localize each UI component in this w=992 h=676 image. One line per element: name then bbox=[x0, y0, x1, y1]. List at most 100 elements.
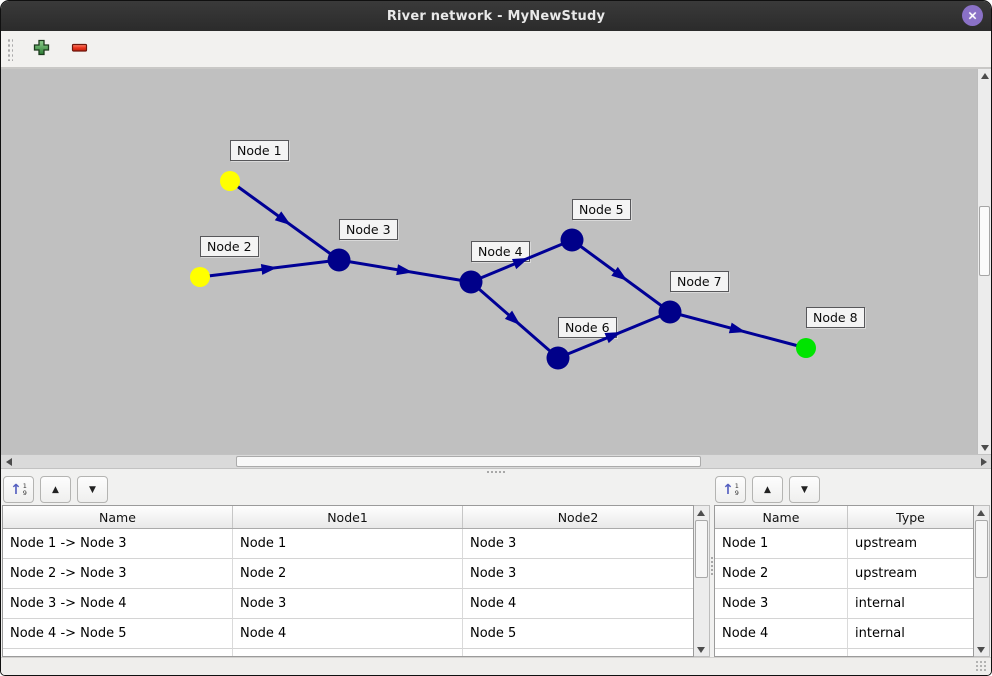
node-n3[interactable] bbox=[327, 248, 351, 272]
table-row[interactable]: Node 2 -> Node 3 Node 2 Node 3 bbox=[3, 559, 693, 589]
move-up-button[interactable]: ▲ bbox=[752, 476, 783, 503]
cell-node2[interactable]: Node 5 bbox=[463, 619, 693, 649]
nodes-table-scrollbar[interactable] bbox=[974, 505, 990, 657]
node-n5[interactable] bbox=[560, 228, 584, 252]
node-label-n4: Node 4 bbox=[471, 241, 530, 262]
column-header[interactable]: Node2 bbox=[557, 509, 599, 525]
scrollbar-thumb[interactable] bbox=[695, 520, 708, 578]
horizontal-splitter[interactable] bbox=[1, 469, 991, 474]
status-strip bbox=[1, 657, 991, 675]
table-row[interactable]: Node 2 upstream bbox=[715, 559, 973, 589]
table-row[interactable]: Node 4 internal bbox=[715, 619, 973, 649]
table-row[interactable]: Node 1 -> Node 3 Node 1 Node 3 bbox=[3, 529, 693, 559]
table-row[interactable]: Node 4 -> Node 5 Node 4 Node 5 bbox=[3, 619, 693, 649]
node-label-n6: Node 6 bbox=[558, 317, 617, 338]
cell-name[interactable]: Node 2 -> Node 3 bbox=[3, 559, 233, 589]
add-node-button[interactable] bbox=[29, 36, 53, 62]
splitter-handle-icon bbox=[486, 469, 506, 474]
node-label-n3: Node 3 bbox=[339, 219, 398, 240]
column-header[interactable]: Type bbox=[896, 509, 925, 525]
table-row[interactable]: Node 3 internal bbox=[715, 589, 973, 619]
table-row[interactable]: Node 1 upstream bbox=[715, 529, 973, 559]
node-n2[interactable] bbox=[190, 267, 210, 287]
title-bar[interactable]: River network - MyNewStudy ✕ bbox=[1, 1, 991, 31]
node-n6[interactable] bbox=[546, 346, 570, 370]
scrollbar-thumb[interactable] bbox=[975, 520, 988, 578]
nodes-table-header: Name Type bbox=[715, 506, 973, 529]
scrollbar-thumb[interactable] bbox=[236, 456, 701, 467]
node-label-n8: Node 8 bbox=[806, 307, 865, 328]
canvas-horizontal-scrollbar[interactable] bbox=[1, 454, 991, 469]
links-table-header: Name Node1 Node2 bbox=[3, 506, 693, 529]
node-n8[interactable] bbox=[796, 338, 816, 358]
cell-type[interactable]: upstream bbox=[848, 529, 973, 559]
canvas-vertical-scrollbar[interactable] bbox=[977, 69, 991, 454]
minus-icon bbox=[71, 39, 88, 60]
column-header[interactable]: Node1 bbox=[233, 506, 463, 528]
move-up-button[interactable]: ▲ bbox=[40, 476, 71, 503]
cell-node2[interactable]: Node 3 bbox=[463, 559, 693, 589]
scroll-down-arrow[interactable] bbox=[974, 643, 987, 656]
scroll-up-arrow[interactable] bbox=[974, 506, 987, 519]
move-down-button[interactable]: ▼ bbox=[77, 476, 108, 503]
node-n7[interactable] bbox=[658, 300, 682, 324]
resize-grip-icon[interactable] bbox=[975, 660, 988, 673]
cell-type[interactable]: internal bbox=[848, 589, 973, 619]
cell-node1[interactable]: Node 2 bbox=[233, 559, 463, 589]
edge-arrow-icon bbox=[604, 331, 622, 344]
edge-arrow-icon bbox=[512, 257, 529, 270]
node-label-n2: Node 2 bbox=[200, 236, 259, 257]
cell-node2[interactable]: Node 3 bbox=[463, 529, 693, 559]
table-row[interactable]: Node 3 -> Node 4 Node 3 Node 4 bbox=[3, 589, 693, 619]
table-row-partial bbox=[3, 649, 693, 656]
nodes-table: Name Type Node 1 upstream Node 2 upstrea… bbox=[714, 505, 974, 657]
cell-name[interactable]: Node 3 bbox=[715, 589, 848, 619]
node-n1[interactable] bbox=[220, 171, 240, 191]
node-label-n1: Node 1 bbox=[230, 140, 289, 161]
scrollbar-thumb[interactable] bbox=[979, 206, 990, 276]
edge-arrow-icon bbox=[611, 266, 628, 281]
cell-name[interactable]: Node 4 -> Node 5 bbox=[3, 619, 233, 649]
scroll-down-arrow[interactable] bbox=[694, 643, 707, 656]
node-n4[interactable] bbox=[459, 270, 483, 294]
cell-name[interactable]: Node 1 -> Node 3 bbox=[3, 529, 233, 559]
cell-node1[interactable]: Node 1 bbox=[233, 529, 463, 559]
down-triangle-icon: ▼ bbox=[801, 484, 808, 495]
scroll-left-arrow[interactable] bbox=[2, 455, 15, 468]
window-title: River network - MyNewStudy bbox=[386, 8, 606, 24]
main-toolbar bbox=[1, 31, 991, 69]
cell-node2[interactable]: Node 4 bbox=[463, 589, 693, 619]
remove-node-button[interactable] bbox=[67, 36, 91, 62]
cell-type[interactable]: internal bbox=[848, 619, 973, 649]
vertical-splitter[interactable] bbox=[710, 474, 714, 657]
close-button[interactable]: ✕ bbox=[962, 5, 983, 26]
scroll-up-arrow[interactable] bbox=[978, 69, 991, 82]
cell-name[interactable]: Node 3 -> Node 4 bbox=[3, 589, 233, 619]
scroll-down-arrow[interactable] bbox=[978, 441, 991, 454]
links-table-scrollbar[interactable] bbox=[694, 505, 710, 657]
scroll-right-arrow[interactable] bbox=[977, 455, 990, 468]
column-header[interactable]: Name bbox=[3, 506, 233, 528]
close-icon: ✕ bbox=[967, 8, 978, 23]
cell-name[interactable]: Node 2 bbox=[715, 559, 848, 589]
cell-name[interactable]: Node 4 bbox=[715, 619, 848, 649]
edge-arrow-icon bbox=[260, 264, 278, 275]
toolbar-drag-handle[interactable] bbox=[7, 37, 13, 61]
cell-node1[interactable]: Node 4 bbox=[233, 619, 463, 649]
cell-name[interactable]: Node 1 bbox=[715, 529, 848, 559]
links-table: Name Node1 Node2 Node 1 -> Node 3 Node 1… bbox=[2, 505, 694, 657]
scroll-up-arrow[interactable] bbox=[694, 506, 707, 519]
cell-type[interactable]: upstream bbox=[848, 559, 973, 589]
column-header[interactable]: Name bbox=[715, 506, 848, 528]
up-triangle-icon: ▲ bbox=[764, 484, 771, 495]
move-down-button[interactable]: ▼ bbox=[789, 476, 820, 503]
cell-node1[interactable]: Node 3 bbox=[233, 589, 463, 619]
